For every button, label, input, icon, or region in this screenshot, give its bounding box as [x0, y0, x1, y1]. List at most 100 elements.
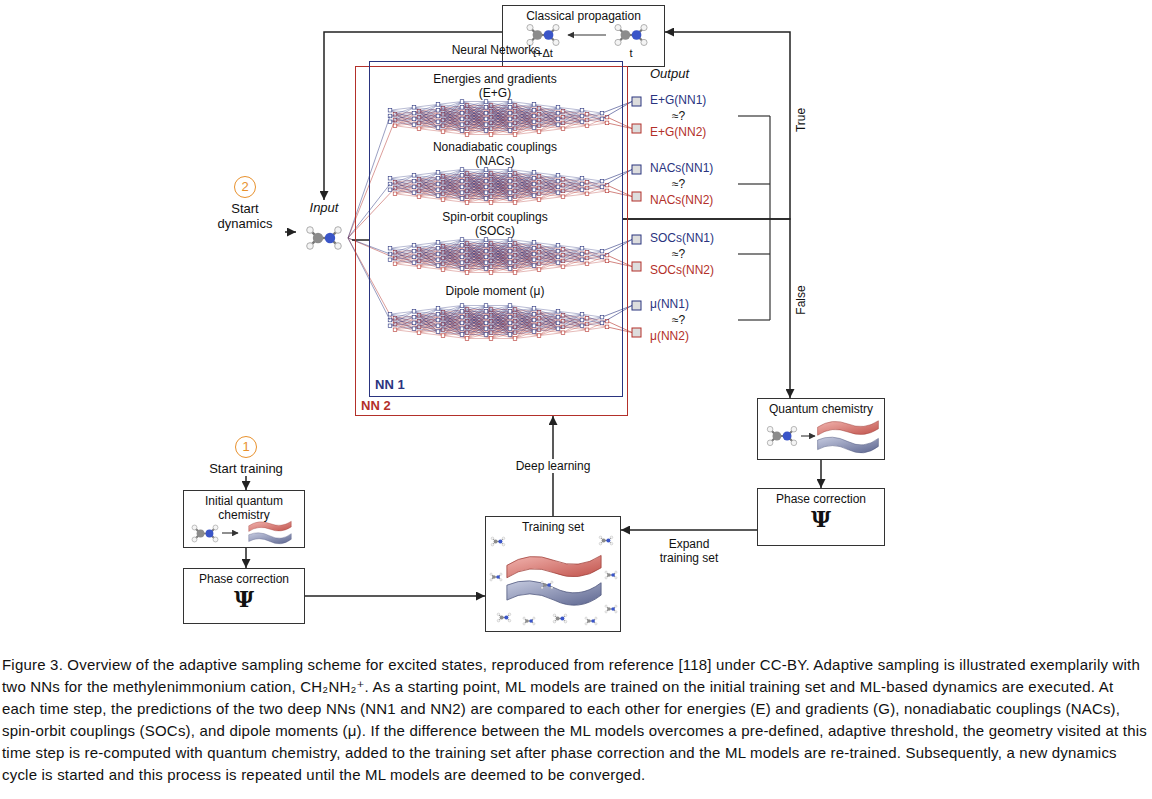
neuron [513, 201, 517, 205]
network-link [510, 170, 534, 190]
network-link [390, 245, 414, 259]
neuron [436, 246, 440, 250]
network-link [491, 134, 515, 135]
network-link [486, 119, 510, 131]
network-link [438, 184, 462, 199]
network-link [486, 240, 510, 263]
network-link [462, 101, 486, 102]
neuron [436, 330, 440, 334]
network-link [486, 170, 510, 199]
network-link [462, 175, 486, 198]
network-link [510, 266, 534, 269]
network-link [587, 327, 607, 330]
network-link [486, 170, 510, 199]
neuron [532, 188, 536, 192]
network-link [486, 170, 510, 193]
output-square [632, 165, 641, 174]
output-square [632, 235, 641, 244]
network-link [467, 272, 491, 273]
network-link [390, 119, 414, 122]
neuron [460, 106, 464, 110]
network-link [486, 305, 510, 306]
network-link [462, 175, 486, 198]
neuron [605, 259, 609, 263]
network-link [486, 113, 510, 130]
neuron [508, 310, 512, 314]
neuron [465, 201, 469, 205]
neuron [532, 171, 536, 175]
output-square [632, 192, 641, 201]
network-link [534, 175, 558, 195]
neuron [561, 265, 565, 269]
network-link [486, 175, 510, 198]
network-link [558, 260, 582, 263]
network-link [438, 102, 462, 117]
network-link [438, 242, 462, 268]
neuron [508, 179, 512, 183]
network-link [486, 240, 510, 252]
neuron [460, 267, 464, 271]
network-link [462, 170, 486, 193]
network-link [510, 172, 534, 198]
network-link [438, 251, 462, 266]
network-link [510, 240, 534, 260]
neuron [436, 312, 440, 316]
neuron [465, 133, 469, 137]
neuron [561, 331, 565, 335]
neuron [460, 249, 464, 253]
neuron [532, 307, 536, 311]
neuron [580, 246, 584, 250]
network-link [462, 170, 486, 199]
network-link [539, 327, 563, 336]
neuron [600, 111, 604, 115]
neuron [412, 255, 416, 259]
neuron [436, 264, 440, 268]
neuron [532, 120, 536, 124]
network-link [443, 191, 467, 200]
network-link [414, 113, 438, 128]
neuron [532, 182, 536, 186]
neuron [605, 325, 609, 329]
network-link [390, 175, 414, 190]
network-link [414, 329, 438, 332]
network-link [414, 308, 438, 323]
network-link [510, 306, 534, 321]
network-link [486, 170, 510, 193]
neuron [600, 255, 604, 259]
neuron [436, 307, 440, 311]
neuron [600, 179, 604, 183]
network-link [414, 175, 438, 195]
network-link [486, 181, 510, 198]
neuron [556, 244, 560, 248]
network-link [414, 245, 438, 265]
network-link [462, 102, 486, 114]
network-link [462, 311, 486, 334]
neuron [460, 261, 464, 265]
network-link [558, 122, 582, 125]
network-link [438, 306, 462, 332]
neuron [489, 201, 493, 205]
network-link [438, 257, 462, 266]
network-link [534, 107, 558, 127]
network-link [510, 190, 534, 199]
network-link [414, 178, 438, 193]
network-link [534, 187, 558, 196]
network-link [510, 260, 534, 269]
network-graph [348, 104, 641, 238]
network-link [462, 306, 486, 335]
network-link [438, 332, 462, 335]
network-link [462, 257, 486, 269]
network-link [462, 170, 486, 182]
network-link [486, 102, 510, 131]
neuron [417, 265, 421, 269]
neuron [441, 268, 445, 272]
neuron [484, 179, 488, 183]
neuron [412, 179, 416, 183]
neuron [388, 246, 392, 250]
network-link [462, 263, 486, 269]
neuron [580, 182, 584, 186]
output-link [607, 117, 632, 128]
network-link [587, 191, 607, 194]
neuron [412, 185, 416, 189]
network-link [462, 193, 486, 199]
